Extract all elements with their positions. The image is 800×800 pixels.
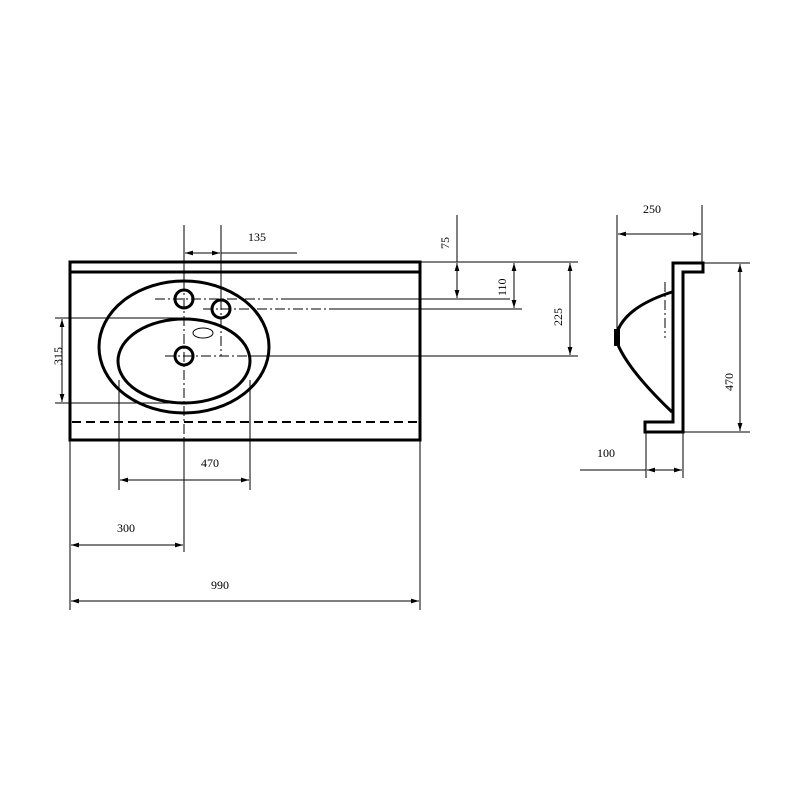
drain-block <box>614 329 620 346</box>
dim-top-to-second-hole: 110 <box>495 278 509 296</box>
dim-edge-to-center: 300 <box>117 521 135 535</box>
dim-total-width: 990 <box>211 578 229 592</box>
dim-base-depth: 100 <box>597 446 615 460</box>
dim-basin-width: 470 <box>201 456 219 470</box>
dim-top-to-drain: 225 <box>551 308 565 326</box>
bowl-profile <box>616 290 674 414</box>
overflow-hole <box>192 327 214 339</box>
countertop-outline <box>68 260 422 442</box>
top-view: 135 75 110 225 315 470 300 990 <box>51 215 578 610</box>
side-profile <box>643 261 705 434</box>
dim-basin-depth: 315 <box>51 347 65 365</box>
dim-top-to-hole: 75 <box>438 237 452 249</box>
dim-height: 470 <box>722 373 736 391</box>
dim-tap-offset: 135 <box>248 230 266 244</box>
side-view: 250 470 100 <box>580 202 750 478</box>
dim-projection: 250 <box>643 202 661 216</box>
